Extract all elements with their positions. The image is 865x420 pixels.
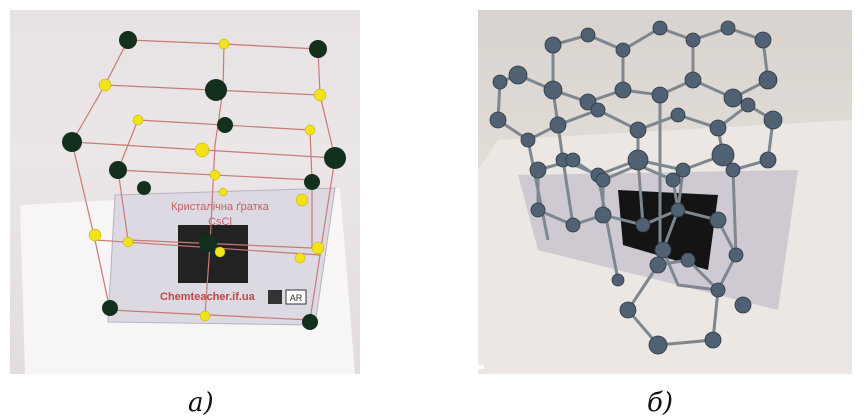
card-footer: Chemteacher.if.ua (160, 291, 256, 303)
card-badge: AR (290, 293, 303, 303)
cl-atoms (88, 38, 327, 322)
caption-a: а) (188, 388, 214, 418)
card-title-line1: Кристалічна ґратка (171, 201, 270, 213)
corner-mark (478, 365, 484, 369)
card-icon (268, 290, 282, 304)
caption-b: б) (647, 388, 674, 418)
card-badge-box (285, 289, 307, 305)
carbon-atoms (489, 20, 783, 355)
photo-cscl-lattice: Кристалічна ґратка CsCl Chemteacher.if.u… (10, 10, 360, 374)
photo-graphite-lattice (478, 10, 852, 374)
card-image (178, 225, 248, 283)
cs-atoms (62, 31, 346, 330)
